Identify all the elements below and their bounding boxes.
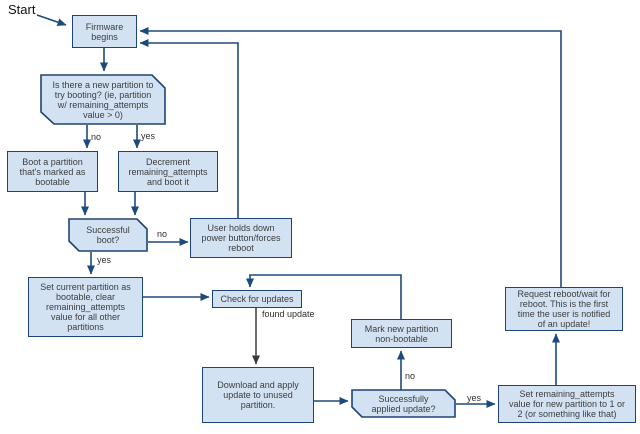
edge-label-new-partition-no: no <box>91 132 102 142</box>
node-user-forces-reboot: User holds down power button/forces rebo… <box>190 218 292 258</box>
node-boot-partition: Boot a partition that's marked as bootab… <box>7 151 98 192</box>
edge-user-to-firmware <box>139 39 239 219</box>
node-decrement-attempts-label: Decrement remaining_attempts and boot it <box>128 156 208 187</box>
edge-label-boot-no: no <box>157 229 168 239</box>
edge-label-applied-yes: yes <box>467 393 482 403</box>
node-request-reboot-label: Request reboot/wait for reboot. This is … <box>517 289 611 329</box>
node-mark-nonbootable-label: Mark new partition non-bootable <box>364 323 439 344</box>
edge-request-to-firmware <box>139 27 562 287</box>
edge-label-boot-yes: yes <box>97 255 112 265</box>
node-mark-nonbootable: Mark new partition non-bootable <box>351 319 452 348</box>
edge-start-to-firmware <box>36 14 67 27</box>
node-request-reboot: Request reboot/wait for reboot. This is … <box>505 287 623 331</box>
node-check-for-updates-label: Check for updates <box>220 294 294 304</box>
node-decrement-attempts: Decrement remaining_attempts and boot it <box>118 151 218 192</box>
node-check-for-updates: Check for updates <box>212 290 302 308</box>
decision-shape <box>40 74 166 125</box>
node-set-current-bootable-label: Set current partition as bootable, clear… <box>40 282 131 332</box>
edge-label-applied-no: no <box>405 371 416 381</box>
decision-shape <box>351 389 456 418</box>
node-successful-boot-decision: Successful boot? <box>68 218 148 252</box>
node-firmware-begins: Firmware begins <box>72 15 137 48</box>
node-set-current-bootable: Set current partition as bootable, clear… <box>28 277 143 337</box>
edge-label-found-update: found update <box>262 309 315 319</box>
node-set-remaining-attempts: Set remaining_attempts value for new par… <box>498 385 636 423</box>
node-applied-update-decision: Successfully applied update? <box>351 389 456 418</box>
node-successful-boot-decision-label: Successful boot? <box>86 225 130 245</box>
node-download-update: Download and apply update to unused part… <box>202 367 314 423</box>
edge-label-new-partition-yes: yes <box>141 131 156 141</box>
node-firmware-begins-label: Firmware begins <box>85 21 124 42</box>
node-set-remaining-attempts-label: Set remaining_attempts value for new par… <box>508 389 626 419</box>
node-download-update-label: Download and apply update to unused part… <box>217 380 299 410</box>
decision-shape <box>68 218 148 252</box>
node-new-partition-decision-label: Is there a new partition to try booting?… <box>52 79 154 120</box>
node-boot-partition-label: Boot a partition that's marked as bootab… <box>19 156 86 187</box>
node-applied-update-decision-label: Successfully applied update? <box>371 393 436 414</box>
start-label: Start <box>8 2 36 17</box>
edge-mark-to-check <box>246 274 402 319</box>
node-user-forces-reboot-label: User holds down power button/forces rebo… <box>201 223 281 253</box>
node-new-partition-decision: Is there a new partition to try booting?… <box>40 74 166 125</box>
